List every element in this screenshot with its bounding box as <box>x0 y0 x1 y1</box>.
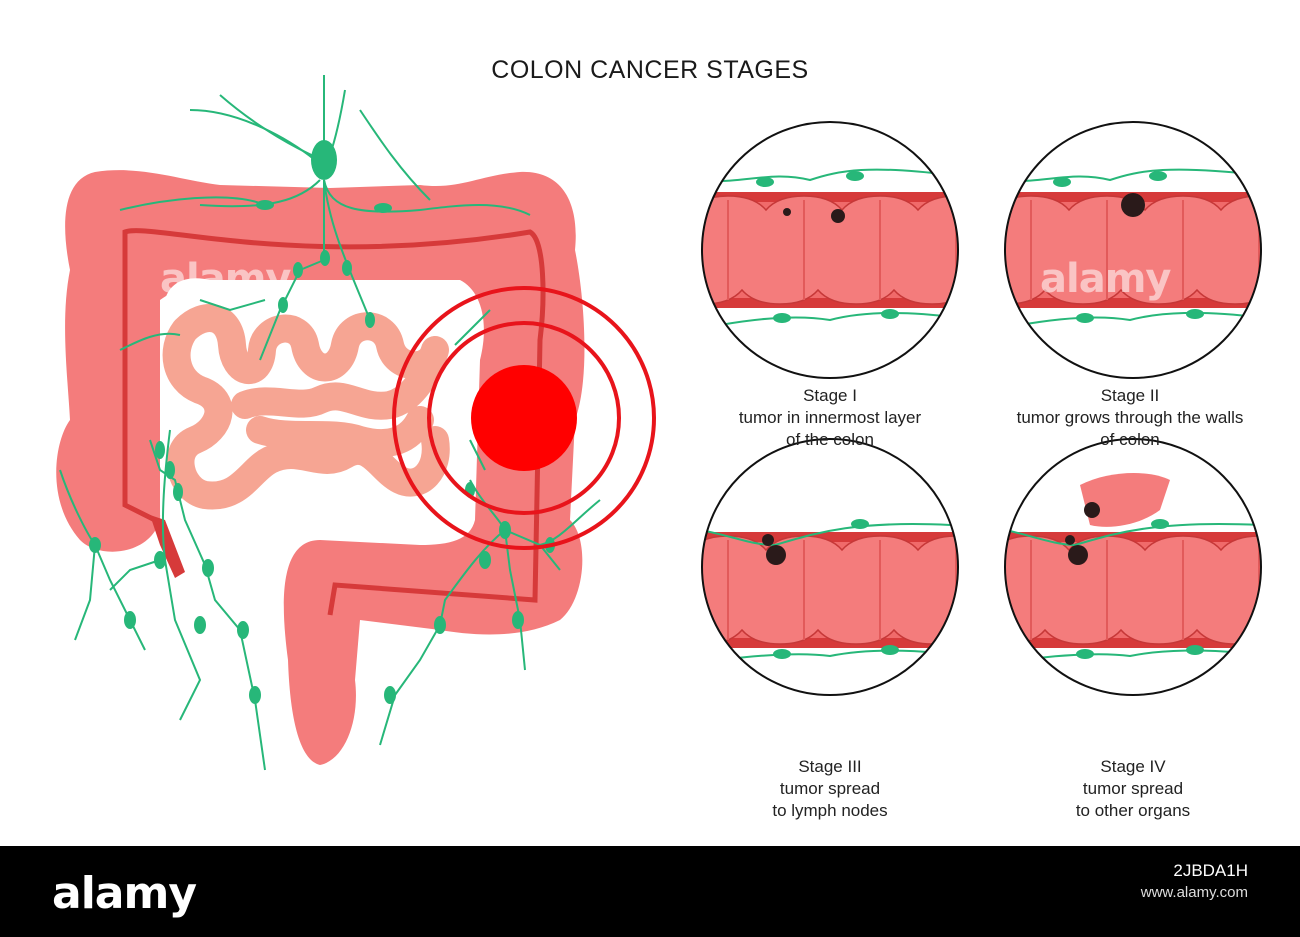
page-title: COLON CANCER STAGES <box>491 56 809 84</box>
stage-3-name: Stage III <box>798 757 862 776</box>
stage-2-line1: tumor grows through the walls <box>1016 408 1244 427</box>
lymph-nodes <box>89 140 555 704</box>
footer-url[interactable]: www.alamy.com <box>1140 884 1248 901</box>
stage-2-name: Stage II <box>1100 386 1160 405</box>
stage-4-caption: Stage IV tumor spread to other organs <box>983 756 1283 822</box>
stage-1-name: Stage I <box>803 386 857 405</box>
stage-3-line1: tumor spread <box>779 779 881 798</box>
footer-logo: alamy <box>52 868 197 919</box>
stage-3-caption: Stage III tumor spread to lymph nodes <box>680 756 980 822</box>
stage-4-line1: tumor spread <box>1082 779 1184 798</box>
stage-2-caption: Stage II tumor grows through the walls o… <box>980 385 1280 451</box>
stage-1-line2: of the colon <box>786 430 874 449</box>
stage-3-line2: to lymph nodes <box>772 801 888 820</box>
small-intestine <box>162 304 450 510</box>
watermark-left: alamy <box>160 256 291 302</box>
footer-info: 2JBDA1H www.alamy.com <box>1141 860 1248 904</box>
image-id: 2JBDA1H <box>1173 861 1248 880</box>
stage-4-line2: to other organs <box>1075 801 1191 820</box>
stage-1-line1: tumor in innermost layer <box>738 408 922 427</box>
colon-illustration <box>56 75 656 771</box>
stage-4-name: Stage IV <box>1100 757 1166 776</box>
stage-4-circle <box>1004 438 1262 696</box>
stage-2-circle <box>1004 121 1262 379</box>
footer-bar: alamy 2JBDA1H www.alamy.com <box>0 846 1300 937</box>
stage-1-caption: Stage I tumor in innermost layer of the … <box>680 385 980 451</box>
stage-3-circle <box>701 438 959 696</box>
watermark-right: alamy <box>1040 256 1171 302</box>
colon-vessel <box>122 228 546 616</box>
other-organ <box>1080 473 1170 527</box>
lymph-vessels <box>59 75 601 771</box>
stage-1-circle <box>701 121 959 379</box>
tumor-target <box>392 286 656 550</box>
stage-2-line2: of colon <box>1100 430 1160 449</box>
large-intestine <box>56 170 585 765</box>
